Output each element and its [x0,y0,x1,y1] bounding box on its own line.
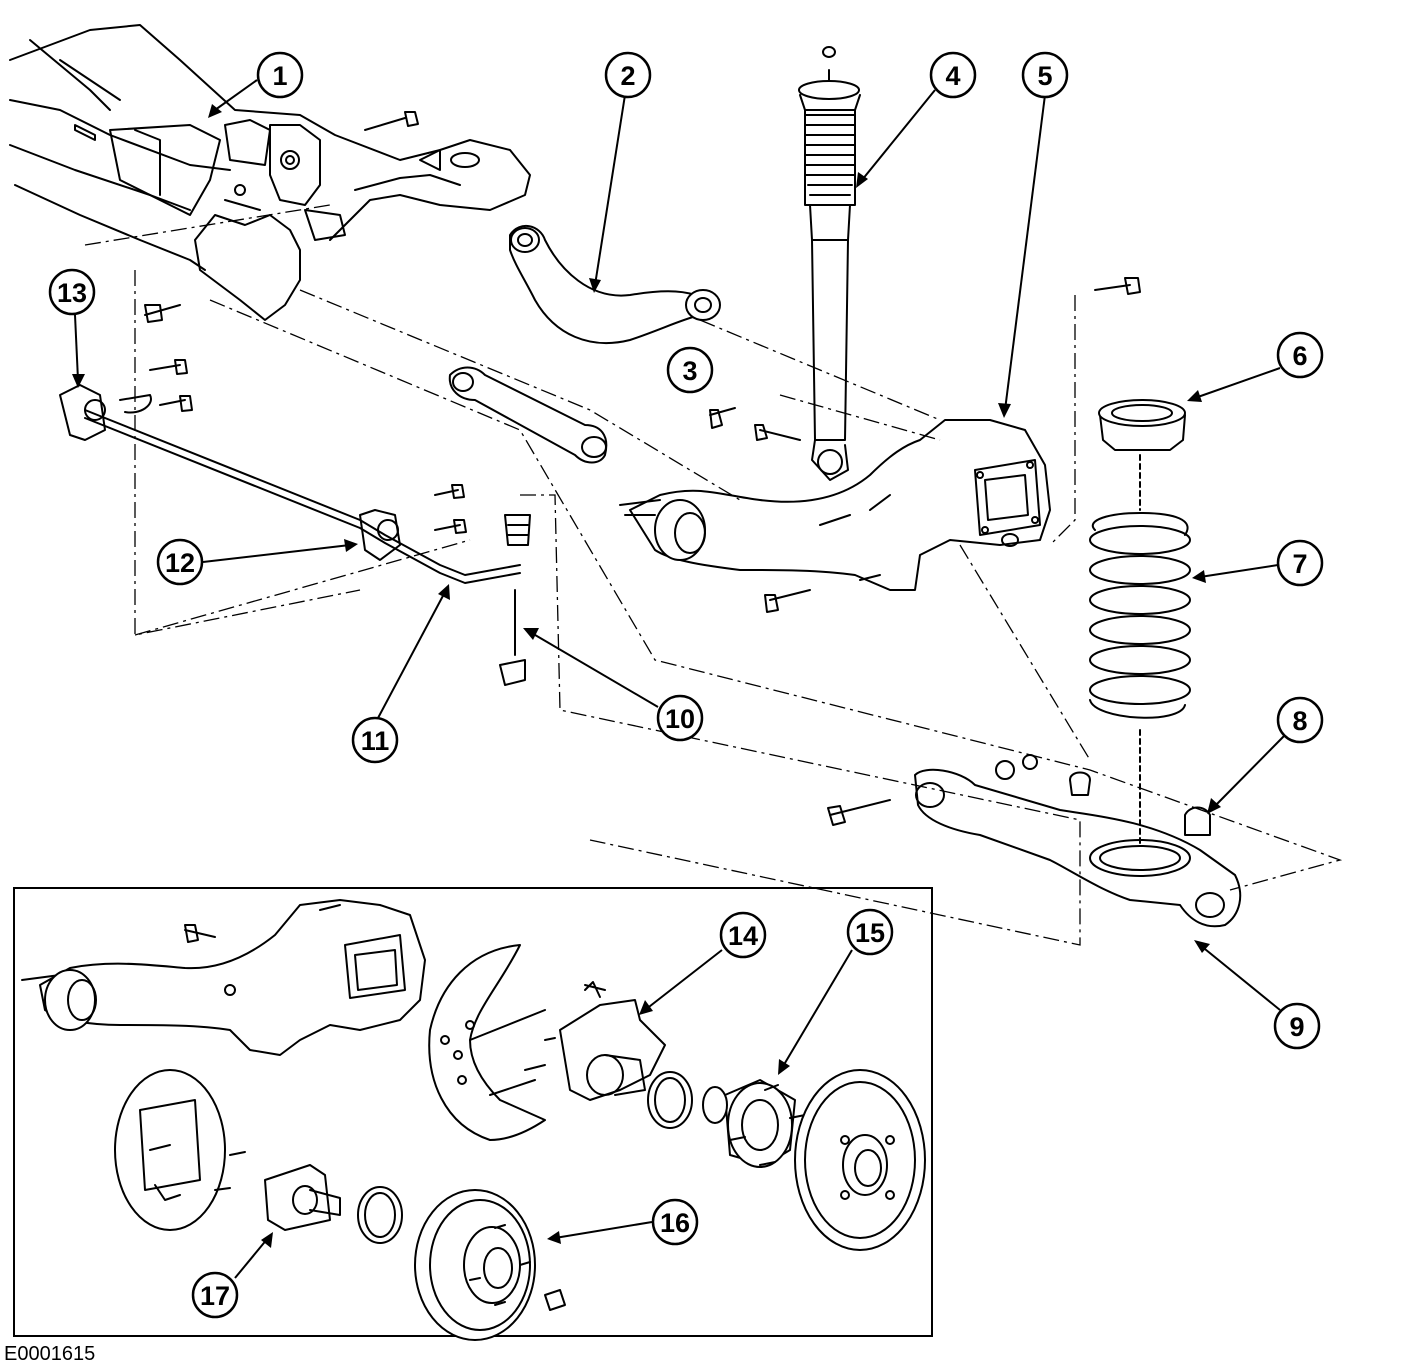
callout-10-label: 10 [665,704,695,734]
callout-13: 13 [48,268,96,316]
callout-2: 2 [604,51,652,99]
figure-reference-code: E0001615 [4,1343,96,1365]
inset-knuckle-icon [21,899,426,1056]
callout-10: 10 [656,694,704,742]
callout-16: 16 [651,1198,699,1246]
callout-2-label: 2 [620,61,635,91]
bump-stop-icon [1184,806,1211,836]
lower-control-arm-icon [827,754,1242,928]
upper-control-arm-icon [509,225,721,345]
callout-6: 6 [1276,331,1324,379]
wheel-hub-icon [702,1079,806,1168]
callout-15-label: 15 [855,918,885,948]
callout-17: 17 [191,1271,239,1319]
rear-subframe-icon [9,24,531,321]
callout-11: 11 [351,716,399,764]
wheel-spindle-icon [264,1164,341,1231]
brake-drum-icon [414,1189,566,1341]
stabilizer-link-icon [499,514,531,686]
coil-spring-icon [1089,454,1191,846]
callout-1: 1 [256,51,304,99]
callout-5: 5 [1021,51,1069,99]
stabilizer-bar-icon [84,409,521,584]
stabilizer-bushing-icon [359,484,467,561]
callout-17-label: 17 [200,1281,230,1311]
callout-9-label: 9 [1289,1012,1304,1042]
callout-6-label: 6 [1292,341,1307,371]
callout-3-label: 3 [682,356,697,386]
callout-4-label: 4 [945,61,960,91]
brake-splash-shield-icon [428,944,666,1141]
callout-14-label: 14 [728,921,758,951]
knuckle-icon [619,277,1141,613]
brake-backing-plate-icon [114,1069,246,1231]
assembly-guide-lines [84,204,1343,946]
callout-7-label: 7 [1292,549,1307,579]
callout-11-label: 11 [361,726,390,756]
abs-ring-icon [357,1071,693,1244]
stabilizer-bracket-icon [59,304,193,441]
callout-12-label: 12 [165,548,195,578]
callout-5-label: 5 [1037,61,1052,91]
brake-disc-icon [794,1069,926,1251]
spring-seat-icon [1098,399,1186,451]
toe-link-icon [448,366,608,464]
callout-3: 3 [666,346,714,394]
callout-12: 12 [156,538,204,586]
shock-absorber-icon [798,46,861,481]
callout-8: 8 [1276,696,1324,744]
leader-lines [72,79,1286,1279]
callout-15: 15 [846,908,894,956]
callout-16-label: 16 [660,1208,690,1238]
callout-14: 14 [719,911,767,959]
callout-13-label: 13 [57,278,87,308]
callout-7: 7 [1276,539,1324,587]
callout-4: 4 [929,51,977,99]
callout-1-label: 1 [272,61,287,91]
callout-8-label: 8 [1292,706,1307,736]
callout-9: 9 [1273,1002,1321,1050]
